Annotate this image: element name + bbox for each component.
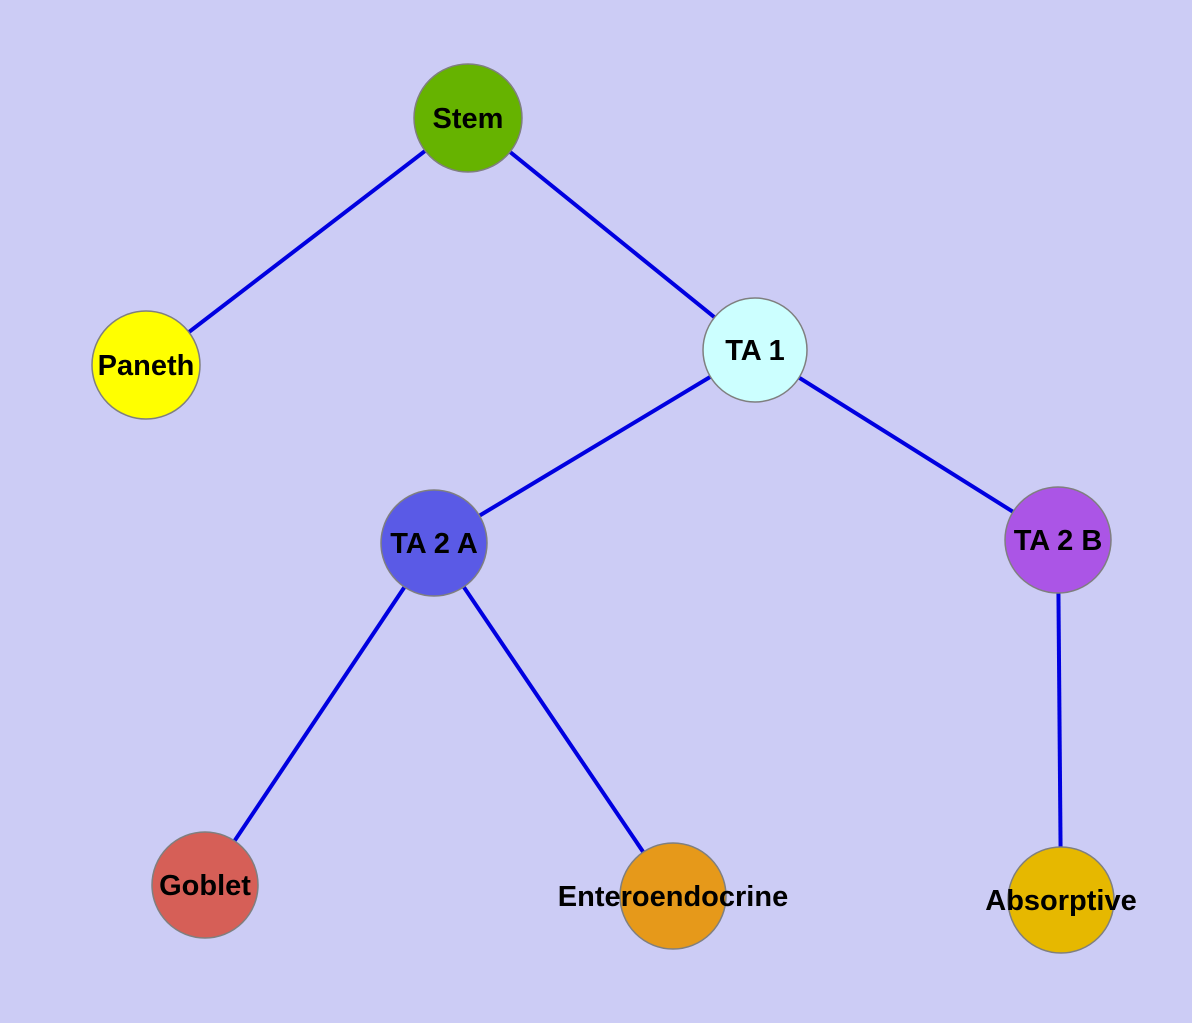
node-paneth[interactable]: Paneth (91, 310, 201, 420)
edge-ta2a-goblet (203, 541, 436, 887)
edge-stem-ta1 (466, 116, 757, 352)
node-paneth-circle[interactable] (91, 310, 201, 420)
node-goblet[interactable]: Goblet (151, 831, 259, 939)
node-ta1-circle[interactable] (702, 297, 808, 403)
node-absorptive-circle[interactable] (1007, 846, 1115, 954)
edge-stem-paneth (144, 116, 470, 367)
node-ta2b-circle[interactable] (1004, 486, 1112, 594)
edge-ta2b-absorptive (1056, 539, 1063, 901)
node-ta1[interactable]: TA 1 (702, 297, 808, 403)
node-stem-circle[interactable] (413, 63, 523, 173)
node-stem[interactable]: Stem (413, 63, 523, 173)
node-goblet-circle[interactable] (151, 831, 259, 939)
edge-ta1-ta2b (753, 348, 1060, 542)
node-enteroendocrine-circle[interactable] (619, 842, 727, 950)
node-ta2a[interactable]: TA 2 A (380, 489, 488, 597)
node-ta2b[interactable]: TA 2 B (1004, 486, 1112, 594)
edge-ta1-ta2a (432, 348, 757, 545)
edge-ta2a-enteroendocrine (432, 541, 675, 898)
node-ta2a-circle[interactable] (380, 489, 488, 597)
edges-layer (144, 116, 1063, 901)
